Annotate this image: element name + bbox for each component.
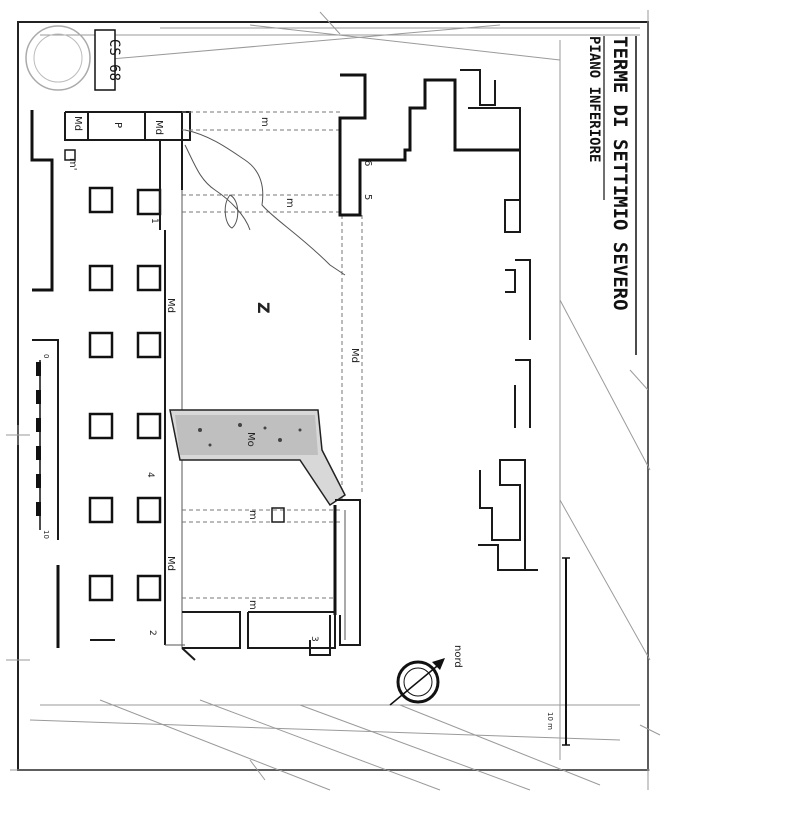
scale-bar-right: 10 m xyxy=(546,557,570,746)
scale-bar-left: 0 10 xyxy=(36,354,50,539)
scale-right-label: 10 m xyxy=(546,712,554,730)
label-num-2: 2 xyxy=(147,630,157,636)
sheet-code: CS 68 xyxy=(106,39,122,81)
sheet-border xyxy=(17,21,649,771)
label-md-left: Md xyxy=(72,116,83,131)
label-num-5: 5 xyxy=(362,194,373,200)
bottom-rooms xyxy=(165,611,336,661)
label-md-right: Md xyxy=(349,348,360,363)
excavation-outline xyxy=(184,129,346,276)
pencil-marks xyxy=(6,425,661,736)
label-m-3: m xyxy=(247,510,258,520)
plan-title: TERME DI SETTIMIO SEVERO xyxy=(609,36,631,311)
label-md-mid: Md xyxy=(165,298,176,313)
right-outer-walls xyxy=(309,69,538,656)
label-num-1: 1 xyxy=(149,218,159,224)
north-label: nord xyxy=(452,645,463,668)
top-left-rooms xyxy=(64,111,191,230)
scale-left-end: 10 xyxy=(42,530,50,539)
label-m-4: m xyxy=(247,600,258,610)
label-num-6: 6 xyxy=(362,160,373,166)
dashed-lines xyxy=(182,111,363,599)
label-md-bottom: Md xyxy=(165,556,176,571)
label-m-2: m xyxy=(284,198,295,208)
label-mo: Mo xyxy=(245,432,256,447)
label-md-top: Md xyxy=(153,120,164,135)
north-arrow: nord xyxy=(389,645,463,706)
sheet-code-box xyxy=(94,29,116,91)
label-m-prime: m' xyxy=(67,158,78,171)
rubble-area xyxy=(169,409,346,507)
scale-left-start: 0 xyxy=(42,354,50,358)
label-num-4: 4 xyxy=(145,472,155,478)
plan-subtitle: PIANO INFERIORE xyxy=(586,36,602,162)
room-label-z: Z xyxy=(254,302,273,314)
archive-stamp xyxy=(25,25,91,91)
label-p: P xyxy=(112,122,123,128)
label-num-3: 3 xyxy=(309,636,319,642)
pencil-construction-lines xyxy=(29,11,651,791)
label-m-1: m xyxy=(259,117,270,127)
left-colonnade xyxy=(30,110,162,648)
